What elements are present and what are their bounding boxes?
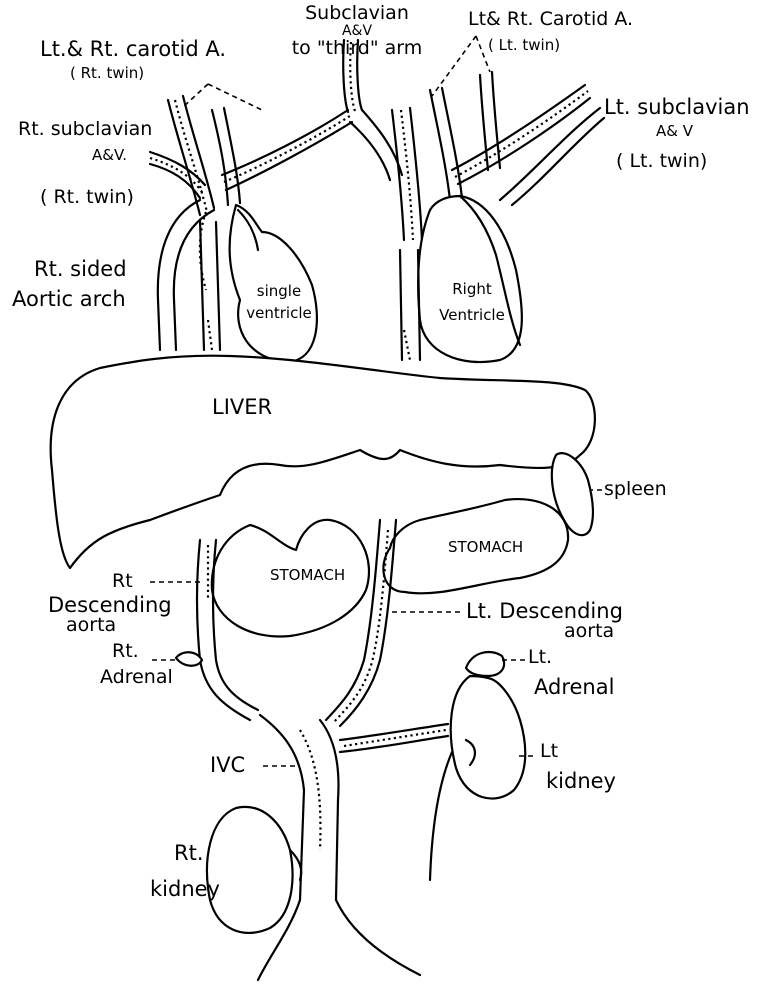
- label-lt-kidney-line1: Lt: [540, 742, 558, 762]
- label-rt-kidney-line1: Rt.: [174, 842, 204, 864]
- label-lr-carotid-lt-twin: Lt& Rt. Carotid A.: [468, 10, 633, 30]
- label-rt-subclavian-line2: A&V.: [92, 148, 127, 164]
- label-stomach-right: STOMACH: [448, 540, 523, 556]
- label-lt-kidney-line2: kidney: [546, 770, 616, 792]
- label-ivc: IVC: [210, 754, 245, 776]
- lt-kidney: [451, 676, 526, 799]
- label-rt-subclavian-line1: Rt. subclavian: [18, 120, 152, 140]
- rt-adrenal: [176, 652, 202, 666]
- label-right-ventricle: Right Ventricle: [424, 282, 520, 324]
- label-lt-adrenal-line1: Lt.: [528, 648, 552, 668]
- label-lr-carotid-rt-twin: Lt.& Rt. carotid A.: [40, 38, 226, 60]
- label-lt-subclavian-line2: A& V: [656, 124, 693, 140]
- label-rt-descending-line2: Descending: [48, 594, 172, 616]
- label-rt-sided-arch-line2: Aortic arch: [12, 288, 126, 310]
- label-lt-descending-line2: aorta: [564, 622, 614, 642]
- label-lt-subclavian-line1: Lt. subclavian: [604, 96, 750, 118]
- label-rt-adrenal-line2: Adrenal: [100, 668, 173, 688]
- label-rt-subclavian-line3: ( Rt. twin): [40, 188, 134, 208]
- label-right-ventricle-line1: Right: [424, 282, 520, 298]
- label-subclavian-third-arm: Subclavian A&V to "third" arm: [272, 4, 442, 59]
- third-arm-vessels: [343, 40, 402, 180]
- label-lr-carotid-lt-twin-sub: ( Lt. twin): [488, 38, 560, 54]
- label-rt-descending-line3: aorta: [66, 616, 116, 636]
- rt-twin-great-vessels: [150, 96, 352, 215]
- label-rt-descending-line1: Rt: [112, 572, 133, 592]
- lt-twin-great-vessels: [392, 72, 604, 240]
- label-rt-sided-arch-line1: Rt. sided: [34, 258, 127, 280]
- label-lt-adrenal-line2: Adrenal: [534, 676, 614, 698]
- label-single-ventricle: single ventricle: [234, 284, 324, 322]
- label-rt-adrenal-line1: Rt.: [112, 642, 139, 662]
- rt-aortic-arch: [158, 200, 220, 350]
- label-subclavian-third-arm-line1: Subclavian: [272, 4, 442, 24]
- label-stomach-left: STOMACH: [270, 568, 345, 584]
- label-rt-kidney-line2: kidney: [150, 878, 220, 900]
- label-single-ventricle-line1: single: [234, 284, 324, 300]
- label-subclavian-third-arm-line3: to "third" arm: [272, 39, 442, 59]
- label-lt-subclavian-line3: ( Lt. twin): [616, 152, 707, 172]
- label-spleen: spleen: [604, 480, 667, 500]
- rt-kidney: [207, 807, 292, 933]
- label-single-ventricle-line2: ventricle: [234, 306, 324, 322]
- label-lt-descending-line1: Lt. Descending: [466, 600, 623, 622]
- label-right-ventricle-line2: Ventricle: [424, 308, 520, 324]
- lt-adrenal: [466, 652, 504, 676]
- label-liver: LIVER: [212, 396, 272, 418]
- label-lr-carotid-rt-twin-sub: ( Rt. twin): [70, 66, 144, 82]
